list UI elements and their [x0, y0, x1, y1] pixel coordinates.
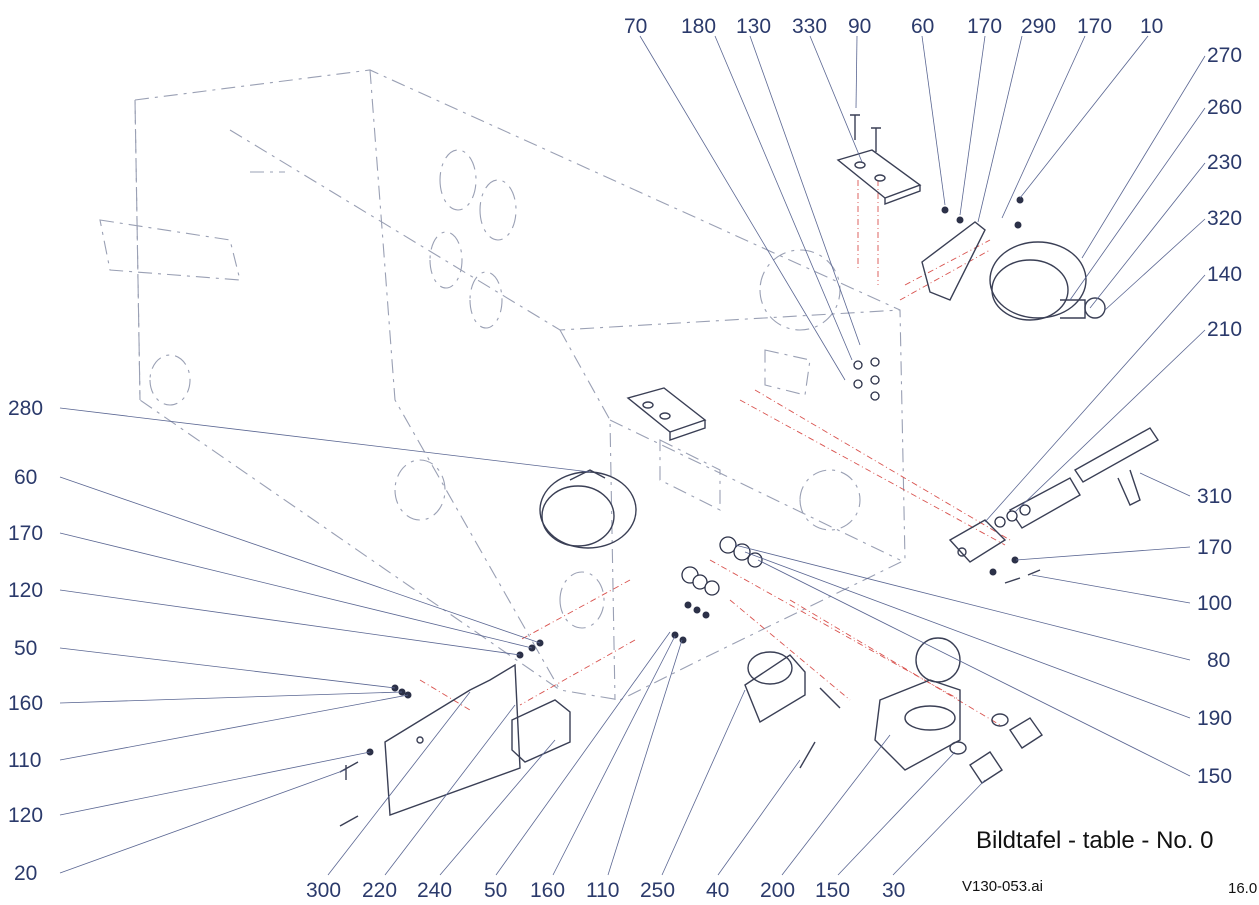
- callout-label: 200: [760, 879, 795, 902]
- callout-label: 30: [882, 879, 905, 902]
- callout-label: 280: [8, 397, 43, 420]
- lamp-left: [539, 469, 637, 549]
- bolts-screws: [339, 114, 1041, 827]
- callout-label: 170: [967, 15, 1002, 38]
- callout-label: 50: [484, 879, 507, 902]
- callout-label: 230: [1207, 151, 1242, 174]
- hardware-washers-nuts: [366, 196, 1031, 756]
- callout-label: 270: [1207, 44, 1242, 67]
- callout-label: 170: [1197, 536, 1232, 559]
- bracket-upper-right: [921, 221, 986, 301]
- callout-label: 320: [1207, 207, 1242, 230]
- callout-label: 40: [706, 879, 729, 902]
- rear-light-cap: [744, 651, 806, 724]
- callout-label: 180: [681, 15, 716, 38]
- callout-label: 120: [8, 579, 43, 602]
- towing-hitch: [874, 637, 961, 771]
- assembly-centerlines: [419, 180, 1011, 726]
- date-label: 16.0: [1228, 880, 1258, 897]
- callout-label: 10: [1140, 15, 1163, 38]
- callout-label: 80: [1207, 649, 1230, 672]
- callout-label: 150: [1197, 765, 1232, 788]
- plug-handle-right: [1008, 427, 1160, 529]
- callout-label: 140: [1207, 263, 1242, 286]
- file-name-label: V130-053.ai: [962, 878, 1043, 895]
- mounting-plate-top: [836, 149, 922, 206]
- callout-label: 290: [1021, 15, 1056, 38]
- lamp-upper-right: [989, 241, 1106, 321]
- callout-label: 240: [417, 879, 452, 902]
- callout-label: 110: [8, 749, 41, 772]
- callout-label: 100: [1197, 592, 1232, 615]
- callouts-left: 280 60 170 120 50 160 110 120 20: [8, 397, 43, 885]
- callout-label: 170: [1077, 15, 1112, 38]
- callout-label: 210: [1207, 318, 1242, 341]
- callout-label: 70: [624, 15, 647, 38]
- callouts-top: 70 180 130 330 90 60 170 290 170 10: [624, 15, 1163, 38]
- callout-label: 50: [14, 637, 37, 660]
- callout-label: 190: [1197, 707, 1232, 730]
- callout-label: 170: [8, 522, 43, 545]
- machine-frame-ghost: [99, 69, 906, 701]
- callout-label: 90: [848, 15, 871, 38]
- callout-label: 260: [1207, 96, 1242, 119]
- callout-label: 110: [586, 879, 619, 902]
- callouts-bottom: 300 220 240 50 160 110 250 40 200 150 30: [306, 879, 905, 902]
- side-plate-left: [384, 663, 521, 816]
- callout-label: 130: [736, 15, 771, 38]
- callout-label: 60: [14, 466, 37, 489]
- callout-label: 300: [306, 879, 341, 902]
- callouts-right: 270 260 230 320 140 210 310 170 100 80 1…: [1197, 44, 1242, 788]
- callout-label: 60: [911, 15, 934, 38]
- callout-label: 250: [640, 879, 675, 902]
- hitch-bolts: [949, 713, 1043, 784]
- callout-label: 220: [362, 879, 397, 902]
- callout-label: 20: [14, 862, 37, 885]
- leader-lines: [59, 35, 1206, 876]
- table-caption-title: Bildtafel - table - No. 0: [976, 827, 1214, 854]
- angle-bracket-right: [948, 519, 1007, 563]
- callout-label: 150: [815, 879, 850, 902]
- callout-label: 310: [1197, 485, 1232, 508]
- callout-label: 160: [8, 692, 43, 715]
- mounting-plate-middle: [626, 387, 707, 441]
- callout-label: 120: [8, 804, 43, 827]
- junction-box: [511, 699, 571, 763]
- callout-label: 330: [792, 15, 827, 38]
- callout-label: 160: [530, 879, 565, 902]
